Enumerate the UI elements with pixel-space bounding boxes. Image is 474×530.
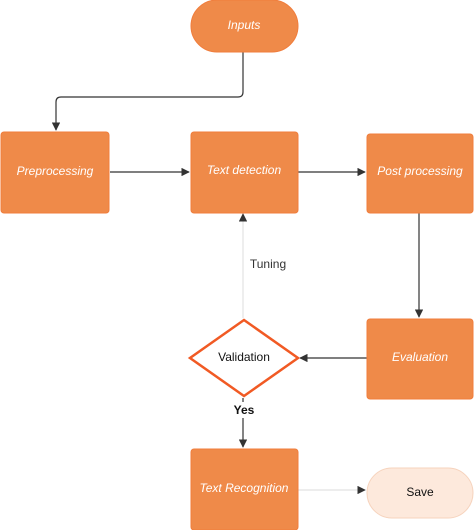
node-save: Save [366,467,474,519]
node-validation: Validation [187,318,301,398]
node-post-processing: Post processing [366,133,474,214]
node-preprocessing: Preprocessing [0,131,110,214]
node-inputs-label: Inputs [228,18,261,32]
node-post-processing-label: Post processing [377,164,463,178]
node-text-detection-label: Text detection [207,163,282,177]
node-preprocessing-label: Preprocessing [17,164,94,178]
node-text-recognition-label: Text Recognition [200,481,289,495]
node-text-recognition: Text Recognition [190,448,299,530]
edge-label-tuning: Tuning [250,257,286,271]
node-save-label: Save [406,485,434,499]
node-validation-label: Validation [218,350,270,364]
node-inputs: Inputs [190,0,299,53]
node-text-detection: Text detection [190,131,299,214]
edge-inputs-to-preprocessing [51,52,244,131]
node-evaluation-label: Evaluation [392,350,448,364]
edge-label-yes: Yes [234,403,255,417]
node-evaluation: Evaluation [366,318,474,400]
